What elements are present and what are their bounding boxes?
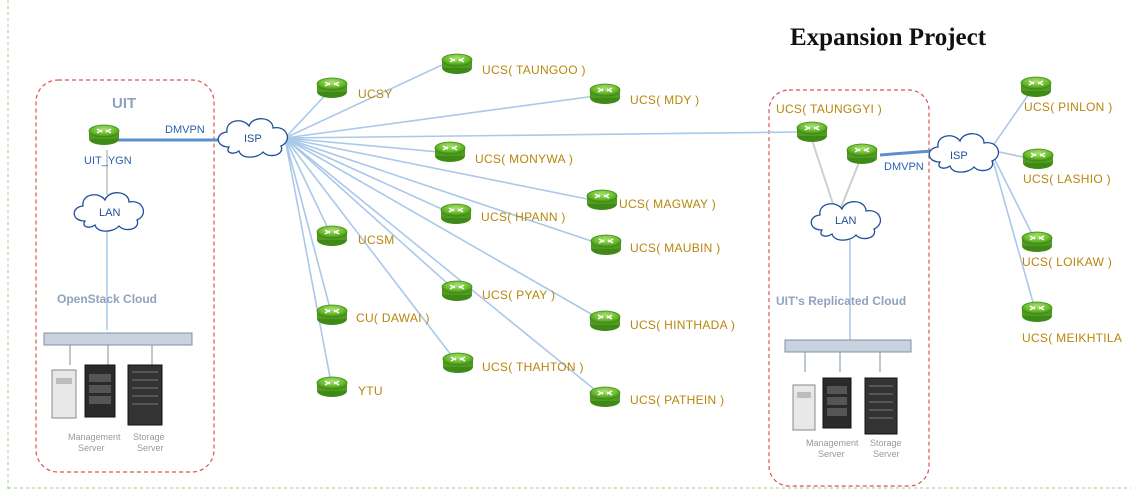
router-lan-link [839,159,861,211]
left-nas-server-icon [84,364,116,418]
taunggyi-router-icon [796,121,828,143]
router-label-hinthada: UCS( HINTHADA ) [630,318,735,332]
router-label-cu-dawai: CU( DAWAI ) [356,311,430,325]
router-label-pinlon: UCS( PINLON ) [1024,100,1113,114]
router-icon [316,77,348,99]
left-server-rack [43,332,193,365]
router-icon [441,280,473,302]
router-icon [590,234,622,256]
router-label-monywa: UCS( MONYWA ) [475,152,573,166]
right-management-server-label: Server [818,449,845,459]
router-icon [316,304,348,326]
taunggyi-label: UCS( TAUNGGYI ) [776,102,882,116]
router-icon [589,83,621,105]
right-storage-label: Storage [870,438,902,448]
uit-ygn-label: UIT_YGN [84,155,132,167]
hub-links [284,64,799,399]
right-nas-server-icon [822,377,852,429]
taunggyi-lan-link [811,139,836,211]
router-label-maubin: UCS( MAUBIN ) [630,241,721,255]
replicated-cloud-label: UIT's Replicated Cloud [776,294,906,308]
router-label-ucsy: UCSY [358,87,393,101]
router-icon [1021,301,1053,323]
router-icon [442,352,474,374]
left-dmvpn-label: DMVPN [165,124,205,136]
router-icon [586,189,618,211]
left-management-label: Management [68,432,121,442]
left-isp-label: ISP [244,133,262,145]
left-storage-label: Storage [133,432,165,442]
right-lan-label: LAN [835,215,856,227]
router-label-lashio: UCS( LASHIO ) [1023,172,1111,186]
router-icon [441,53,473,75]
router-icon [434,141,466,163]
router-icon [1020,76,1052,98]
right-storage-server-label: Server [873,449,900,459]
router-icon [589,310,621,332]
router-label-taungoo: UCS( TAUNGOO ) [482,63,586,77]
right-management-server-icon [792,384,816,431]
left-management-server-label: Server [78,443,105,453]
router-label-ytu: YTU [358,384,383,398]
router-label-meikhtila: UCS( MEIKHTILA [1022,331,1122,345]
router-label-magway: UCS( MAGWAY ) [619,197,716,211]
diagram-title: Expansion Project [790,24,987,51]
right-isp-label: ISP [950,150,968,162]
router-label-thahton: UCS( THAHTON ) [482,360,584,374]
uit-zone [35,79,215,473]
left-storage-server-label: Server [137,443,164,453]
right-management-label: Management [806,438,859,448]
router-icon [1021,231,1053,253]
router-icon [589,386,621,408]
right-dmvpn-label: DMVPN [884,161,924,173]
right-uit-router-icon [846,143,878,165]
uit-zone-title: UIT [112,95,136,112]
openstack-cloud-label: OpenStack Cloud [57,292,157,306]
left-lan-label: LAN [99,207,120,219]
router-icon [316,376,348,398]
right-storage-server-icon [864,377,898,435]
router-label-mdy: UCS( MDY ) [630,93,699,107]
right-expansion-links [989,87,1038,314]
left-management-server-icon [51,369,77,419]
router-icon [1022,148,1054,170]
router-label-pyay: UCS( PYAY ) [482,288,555,302]
left-storage-server-icon [127,364,163,426]
router-label-hpann: UCS( HPANN ) [481,210,566,224]
right-server-rack [784,339,912,372]
router-label-pathein: UCS( PATHEIN ) [630,393,724,407]
uit-ygn-router-icon [88,124,120,146]
router-icon [440,203,472,225]
replicated-zone [768,89,930,487]
router-label-loikaw: UCS( LOIKAW ) [1022,255,1112,269]
router-label-ucsm: UCSM [358,233,395,247]
router-icon [316,225,348,247]
